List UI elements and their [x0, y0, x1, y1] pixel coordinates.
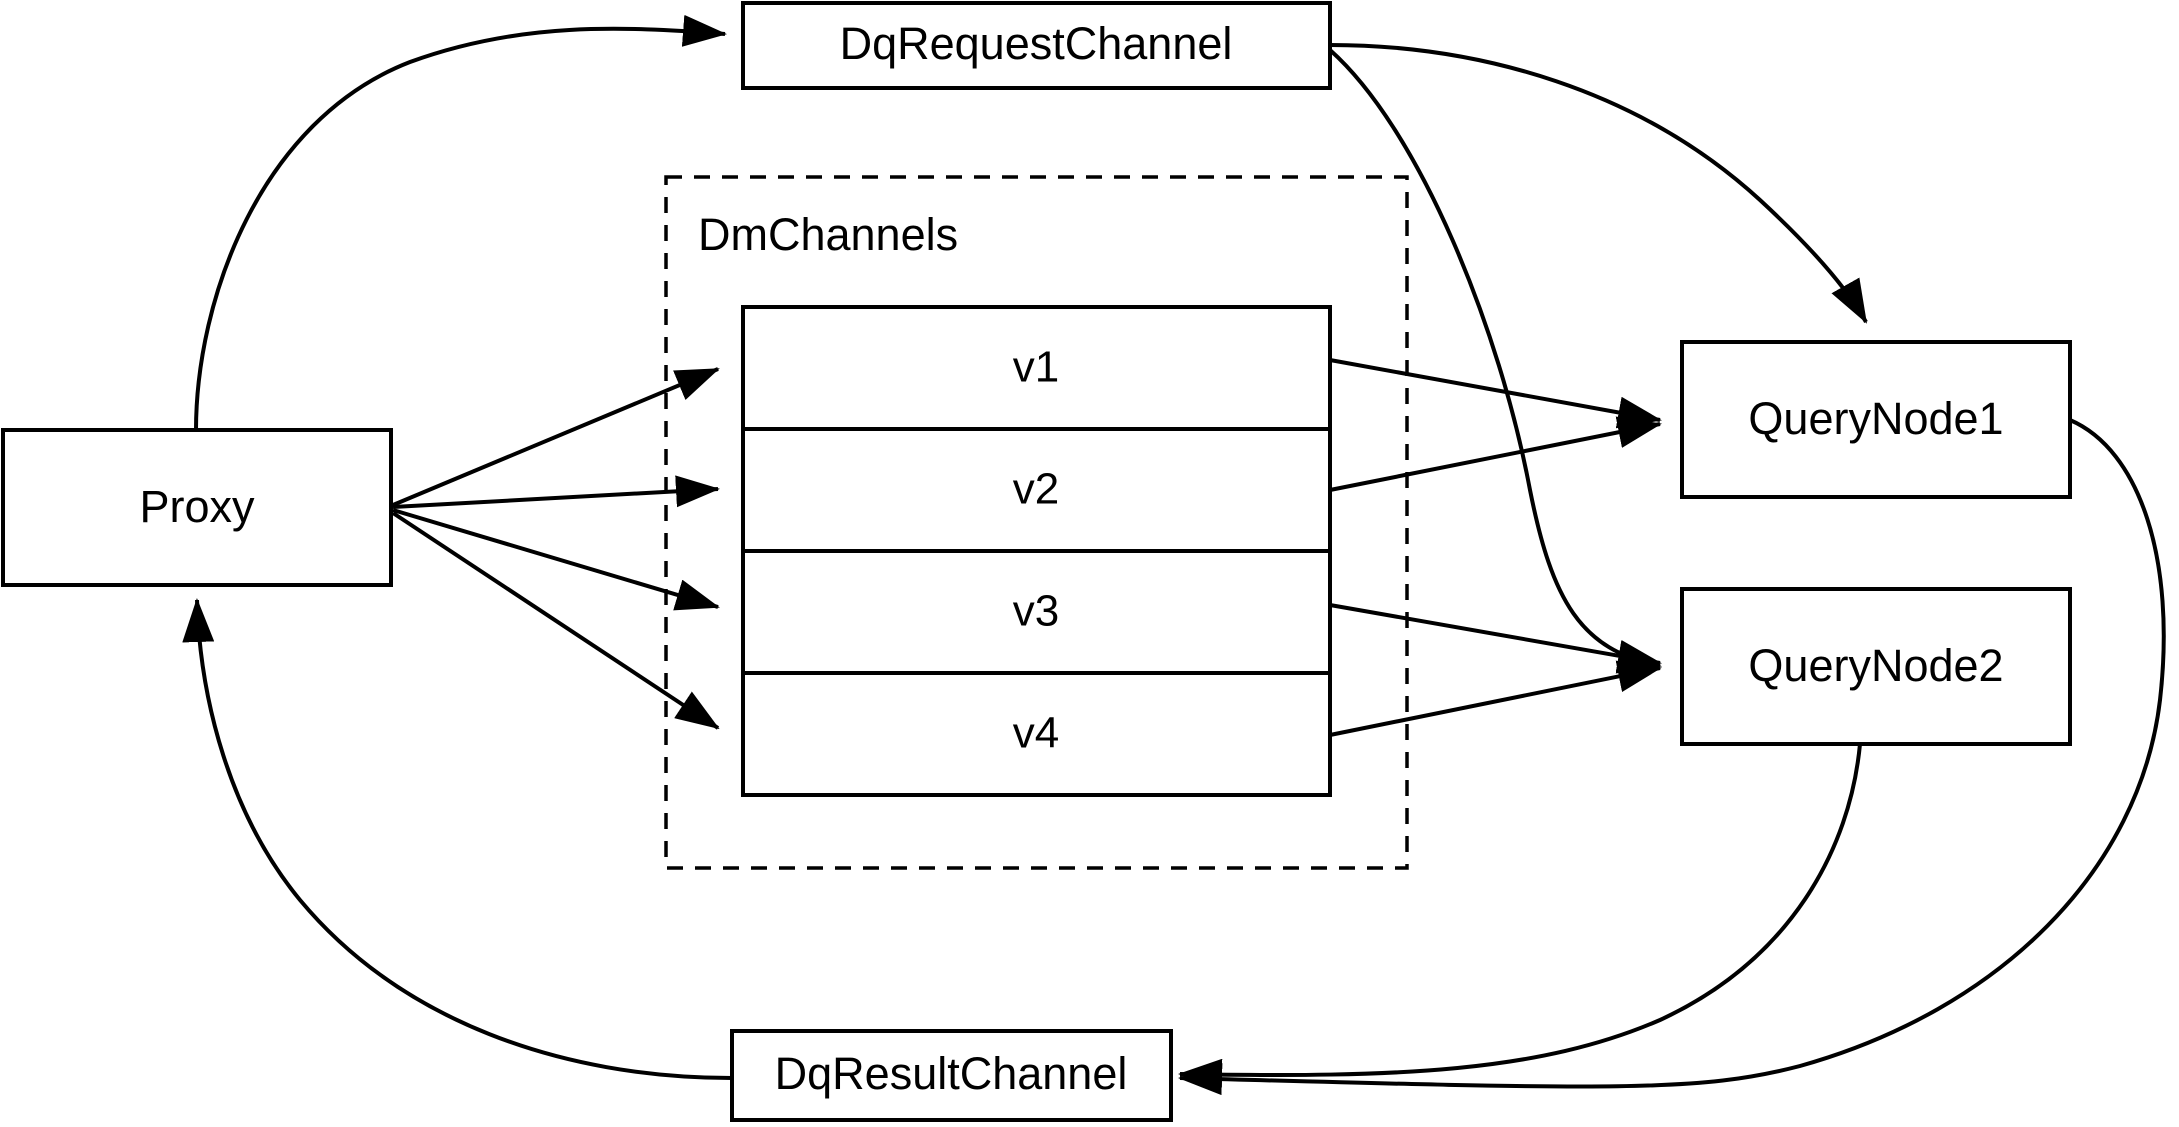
edge-v2-to-querynode1 [1329, 416, 1662, 492]
edge-v3-to-querynode2 [1329, 603, 1662, 672]
dmchannels-label: DmChannels [698, 209, 958, 260]
edge-querynode2-to-dqresultchannel [1178, 743, 1862, 1091]
edge-proxy-to-v1 [392, 367, 720, 507]
edge-proxy-to-dqrequestchannel [194, 14, 727, 431]
edge-v4-to-querynode2 [1329, 660, 1662, 737]
dmchannels-row-label-v3: v3 [1013, 587, 1059, 636]
querynode1-label: QueryNode1 [1748, 393, 2003, 444]
edge-v1-to-querynode1 [1329, 358, 1662, 429]
dqresultchannel-box[interactable] [730, 1029, 1173, 1122]
edge-proxy-to-v2 [392, 475, 720, 509]
edge-dqrequestchannel-to-querynode1 [1329, 43, 1868, 324]
proxy-label: Proxy [139, 481, 255, 532]
dmchannels-row-label-v4: v4 [1013, 709, 1059, 758]
querynode1-box[interactable] [1680, 340, 2072, 499]
dmchannels-group [664, 175, 1409, 870]
edge-dqresultchannel-to-proxy [182, 598, 733, 1080]
edge-dqrequestchannel-to-querynode2 [1328, 48, 1662, 674]
proxy-box[interactable] [1, 428, 393, 587]
dmchannels-row-label-v1: v1 [1013, 343, 1059, 392]
edge-querynode1-to-dqresultchannel [1178, 418, 2166, 1096]
edge-proxy-to-v4 [391, 511, 720, 730]
dmchannels-row-label-v2: v2 [1013, 465, 1059, 514]
edge-proxy-to-v3 [392, 508, 720, 611]
dqresultchannel-label: DqResultChannel [775, 1048, 1128, 1099]
querynode2-box[interactable] [1680, 587, 2072, 746]
querynode2-label: QueryNode2 [1748, 640, 2003, 691]
dqrequestchannel-label: DqRequestChannel [840, 18, 1233, 69]
dqrequestchannel-box[interactable] [741, 1, 1332, 90]
